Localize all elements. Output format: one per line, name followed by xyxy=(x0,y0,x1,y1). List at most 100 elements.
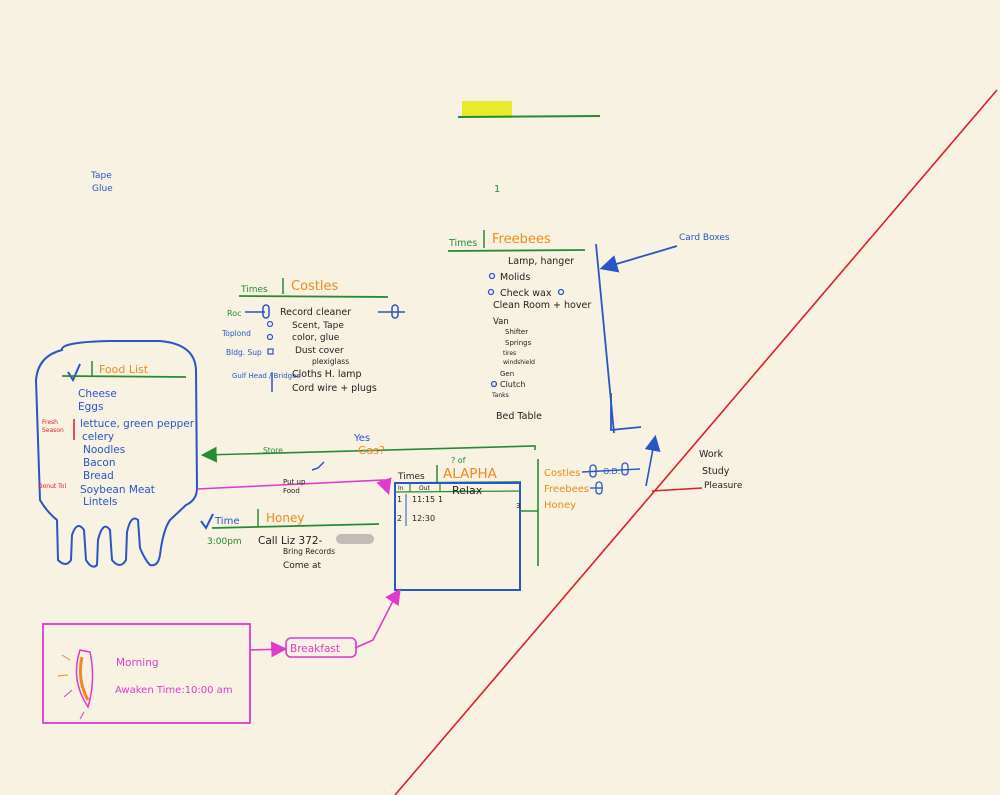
freebees-header-rule xyxy=(447,249,586,252)
list-item: Bed Table xyxy=(496,411,542,422)
food-list-header-rule xyxy=(61,375,187,378)
costs-row-item: Record cleaner xyxy=(280,307,351,318)
alapha-right-mark: 3 xyxy=(516,502,520,510)
right-list-honey: Honey xyxy=(544,500,576,511)
breakfast-to-alapha-arrow xyxy=(354,588,401,649)
card-boxes-label: Card Boxes xyxy=(679,233,730,243)
honey-header-rule xyxy=(211,523,380,529)
honey-time: 3:00pm xyxy=(207,537,242,547)
top-mark: 1 xyxy=(494,184,500,195)
alapha-row-mark: 1 xyxy=(438,495,443,504)
freebees-header-label: Freebees xyxy=(492,232,551,247)
right-list-od: O.D. xyxy=(603,467,620,476)
alapha-header-label: ALAPHA xyxy=(443,466,498,482)
list-item: windshield xyxy=(503,359,535,366)
list-item: Lintels xyxy=(83,496,117,508)
food-list-checkmark xyxy=(67,363,81,383)
freebees-header-times: Times xyxy=(448,238,477,249)
costs-row-bullet xyxy=(266,333,274,341)
list-item: Gen xyxy=(500,370,514,378)
highlighter-mark xyxy=(462,101,512,118)
food-list-items: Cheese Eggs lettuce, green pepper celery… xyxy=(78,388,195,508)
costs-row-label-roc: Roc xyxy=(227,309,242,318)
alapha-row-n: 1 xyxy=(397,495,402,504)
note-tape: Tape xyxy=(90,171,112,181)
list-item: tires xyxy=(503,350,516,357)
honey-task-2: Bring Records xyxy=(283,547,335,556)
morning-to-breakfast-arrow xyxy=(249,641,288,658)
list-item: Tanks xyxy=(491,392,509,399)
costs-header-rule xyxy=(238,295,389,298)
store-gas-note: Gas? xyxy=(358,444,385,457)
freebees-items: Lamp, hanger Molids Check wax Clean Room… xyxy=(491,256,591,422)
honey-task-1: Call Liz 372- xyxy=(258,535,323,547)
study-label: Study xyxy=(702,466,730,477)
costs-row-bullet xyxy=(266,320,274,328)
work-label: Work xyxy=(699,449,724,460)
alapha-row-time: 11:15 xyxy=(412,495,435,504)
honey-header-time: Time xyxy=(214,516,239,527)
card-boxes-arrow xyxy=(599,245,678,273)
put-up-food-arrow xyxy=(196,477,392,496)
costs-row-item: Dust cover xyxy=(295,346,344,356)
honey-header-label: Honey xyxy=(266,511,304,525)
sunrise-icon xyxy=(57,649,94,720)
green-top-line xyxy=(457,115,601,118)
list-item: Shifter xyxy=(505,328,528,336)
list-item: Noodles xyxy=(83,444,125,456)
list-item: Springs xyxy=(505,339,532,347)
right-list-knob xyxy=(621,462,629,476)
alapha-top-note: ? of xyxy=(451,456,466,465)
red-diagonal-line xyxy=(394,89,998,795)
costs-row-label-bldg: Bldg. Sup xyxy=(226,348,262,357)
morning-awaken-time: Awaken Time:10:00 am xyxy=(115,685,233,696)
work-study-pointer xyxy=(651,487,703,492)
freebees-bullets xyxy=(487,272,565,388)
list-item: Eggs xyxy=(78,401,103,413)
store-label: Store xyxy=(263,446,283,455)
honey-task-3: Come at xyxy=(283,561,321,571)
list-item: celery xyxy=(82,431,114,443)
redacted-phone xyxy=(336,534,374,544)
food-side-label-donut: Donut Tol xyxy=(38,483,66,490)
right-list-knob xyxy=(589,464,597,478)
freebees-bullet xyxy=(490,380,498,388)
freebees-bullet xyxy=(488,272,496,280)
alapha-row-time: 12:30 xyxy=(412,514,435,523)
list-item: Bacon xyxy=(83,457,116,469)
note-glue: Glue xyxy=(92,184,113,194)
pleasure-label: Pleasure xyxy=(704,481,743,491)
costs-row-knob-right xyxy=(391,304,399,319)
morning-box xyxy=(42,623,251,724)
put-up-food-line-1: Put up xyxy=(283,478,306,486)
right-list-costles: Costles xyxy=(544,468,580,479)
store-yes-note: Yes xyxy=(353,433,370,444)
costs-row-item: Scent, Tape xyxy=(292,321,344,331)
put-up-food-line-2: Food xyxy=(283,487,300,495)
list-item: Molids xyxy=(500,272,530,283)
alapha-row-n: 2 xyxy=(397,514,402,523)
blue-up-arrow xyxy=(644,434,661,487)
food-side-label-fresh: Fresh xyxy=(42,419,58,426)
costs-row-item: Cord wire + plugs xyxy=(292,383,377,394)
alapha-col-out: Out xyxy=(419,485,431,492)
right-list-costles-line xyxy=(581,468,641,473)
food-list-title: Food List xyxy=(99,363,149,376)
costs-row-item: plexiglass xyxy=(312,357,349,366)
list-item: Clutch xyxy=(500,380,525,389)
costs-header-times: Times xyxy=(240,285,268,295)
food-side-label-season: Season xyxy=(42,427,64,434)
costs-header-label: Costles xyxy=(291,279,339,294)
list-item: Lamp, hanger xyxy=(508,256,574,267)
list-item: Soybean Meat xyxy=(80,484,155,496)
alapha-box xyxy=(394,482,521,591)
costs-row-label-gulf: Gulf Head / Bridges xyxy=(232,372,300,380)
costs-row-box xyxy=(267,348,274,355)
store-arrow-line xyxy=(200,445,536,463)
right-list-freebees: Freebees xyxy=(544,484,589,495)
breakfast-label: Breakfast xyxy=(290,643,340,655)
alapha-header-times: Times xyxy=(397,472,425,482)
food-list-jar-outline xyxy=(34,340,199,568)
